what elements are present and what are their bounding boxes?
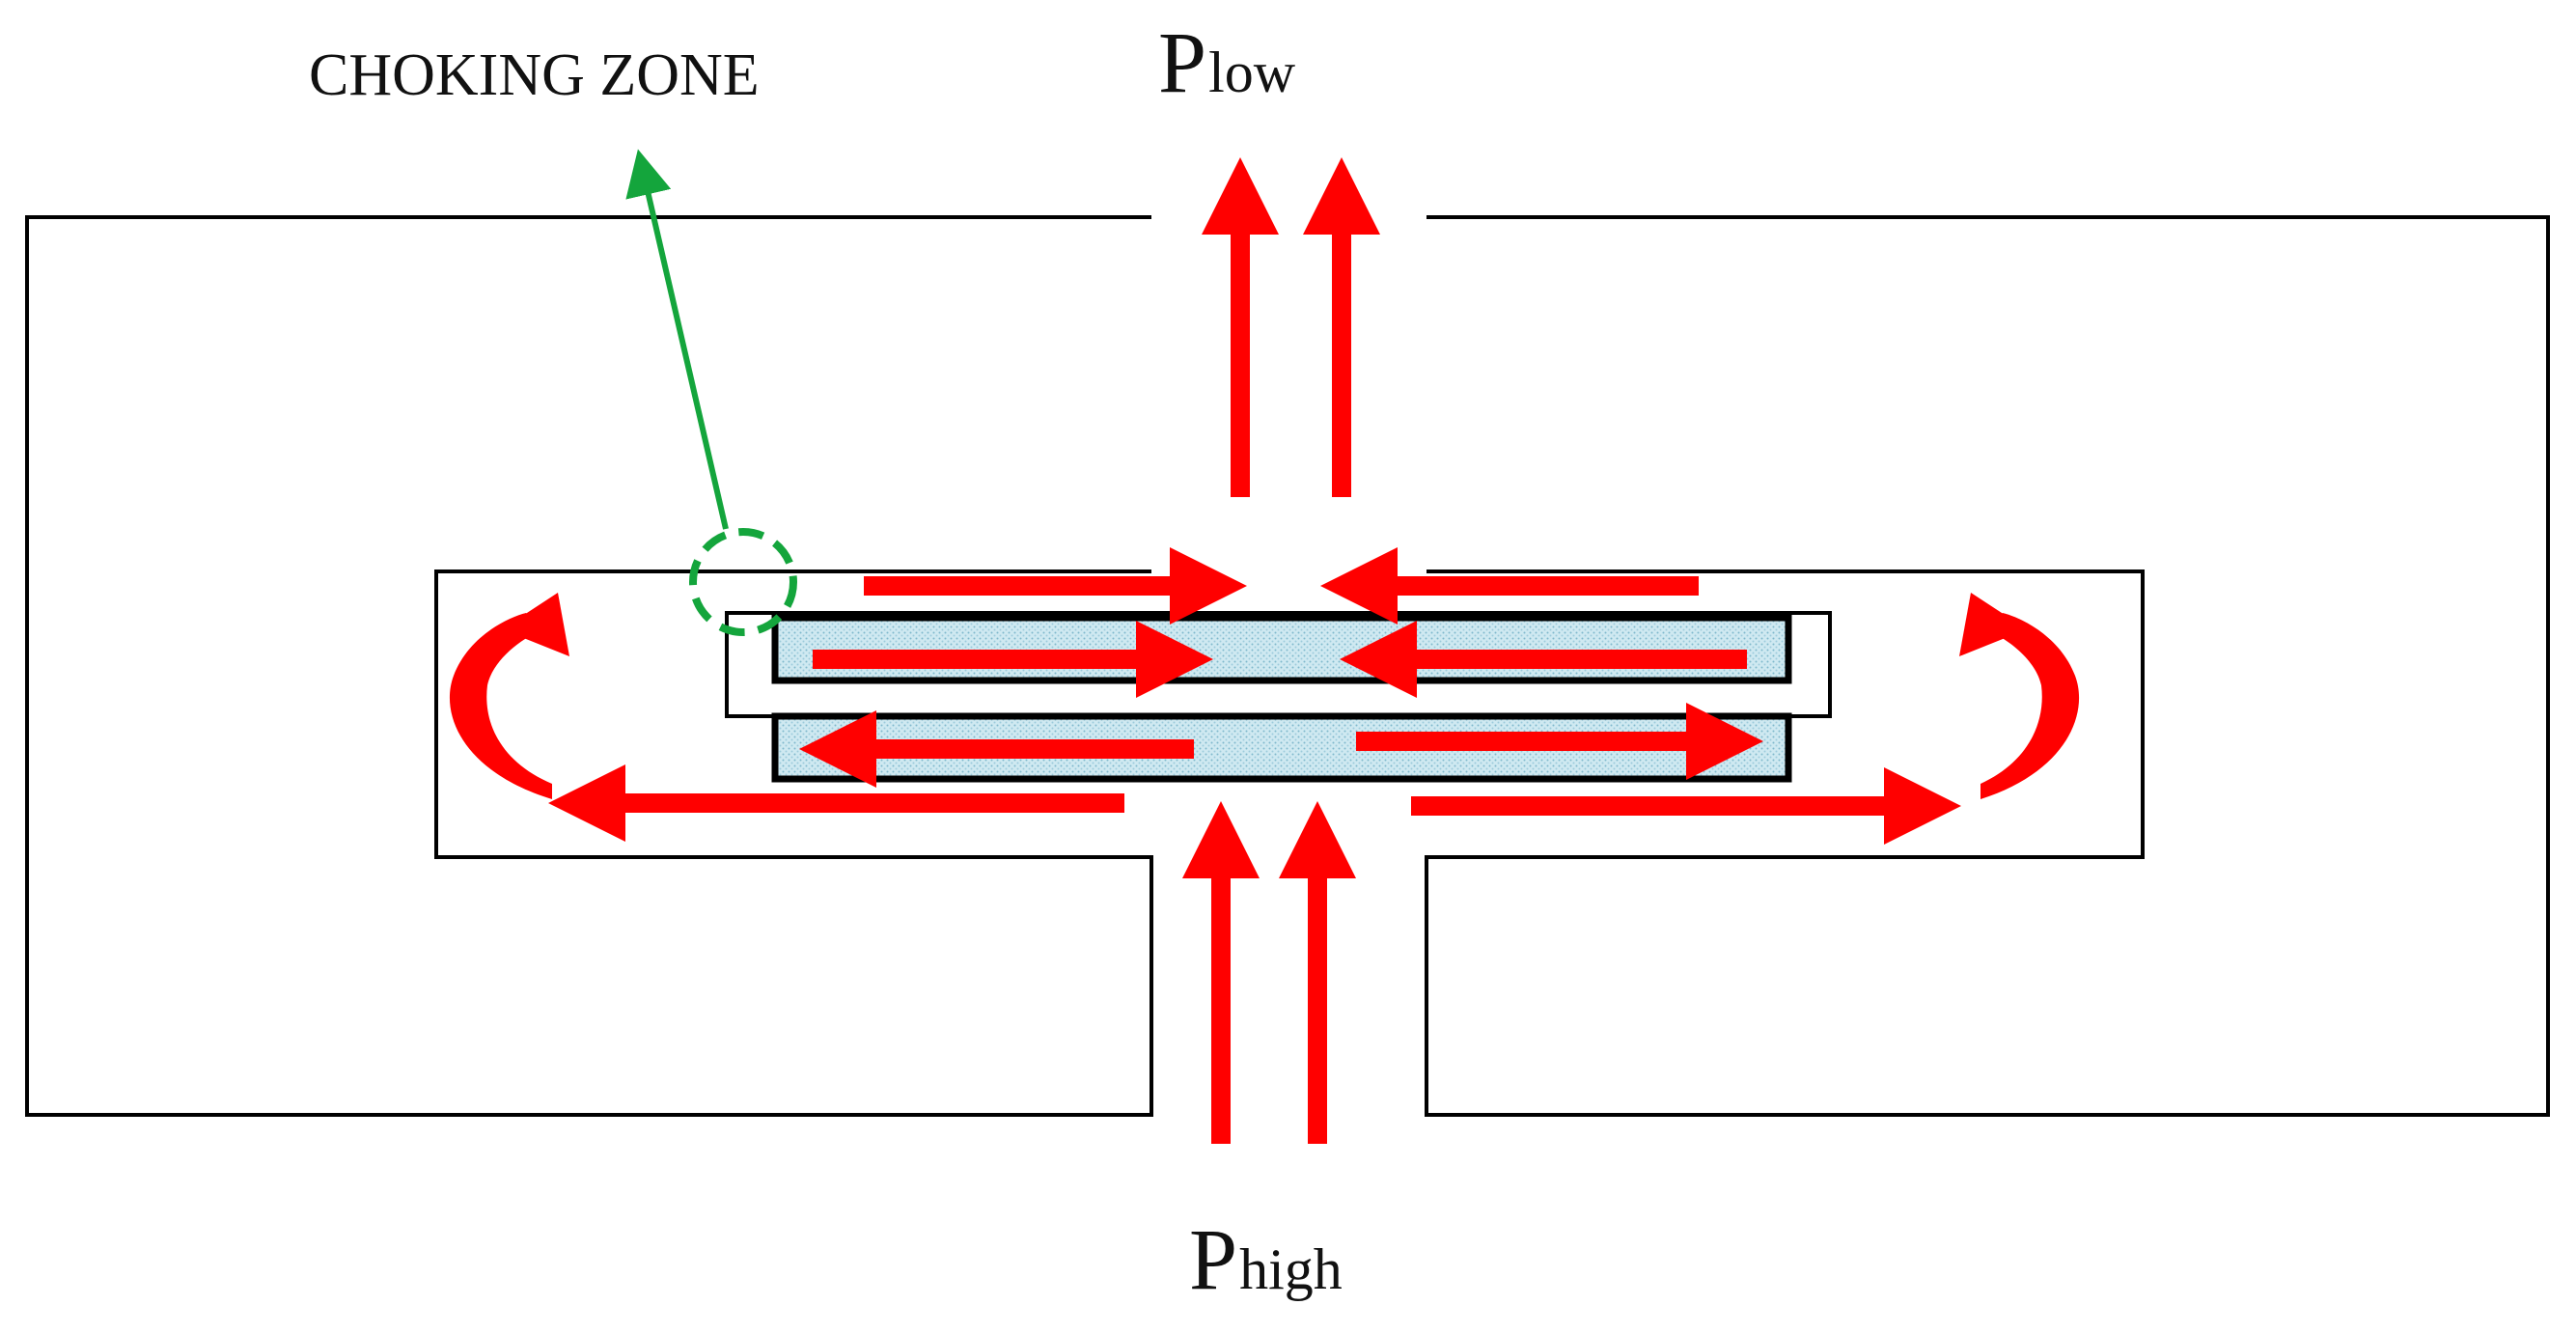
choking-zone-leader-arrow bbox=[625, 149, 729, 530]
p-high-label: Phigh bbox=[1189, 1212, 1343, 1308]
right-recirculation-arrow bbox=[1959, 593, 2080, 799]
choking-zone-label: CHOKING ZONE bbox=[309, 42, 760, 108]
left-housing-outline bbox=[25, 215, 1153, 1117]
p-low-label: Plow bbox=[1158, 15, 1296, 111]
left-recirculation-arrow bbox=[449, 593, 569, 799]
p-low-main: P bbox=[1158, 15, 1206, 111]
p-high-main: P bbox=[1189, 1212, 1237, 1308]
upper-disc bbox=[771, 614, 1792, 684]
right-housing-outline bbox=[1425, 215, 2550, 1117]
p-low-sub: low bbox=[1208, 41, 1296, 104]
choking-zone-marker bbox=[689, 528, 797, 636]
p-high-sub: high bbox=[1239, 1237, 1343, 1301]
